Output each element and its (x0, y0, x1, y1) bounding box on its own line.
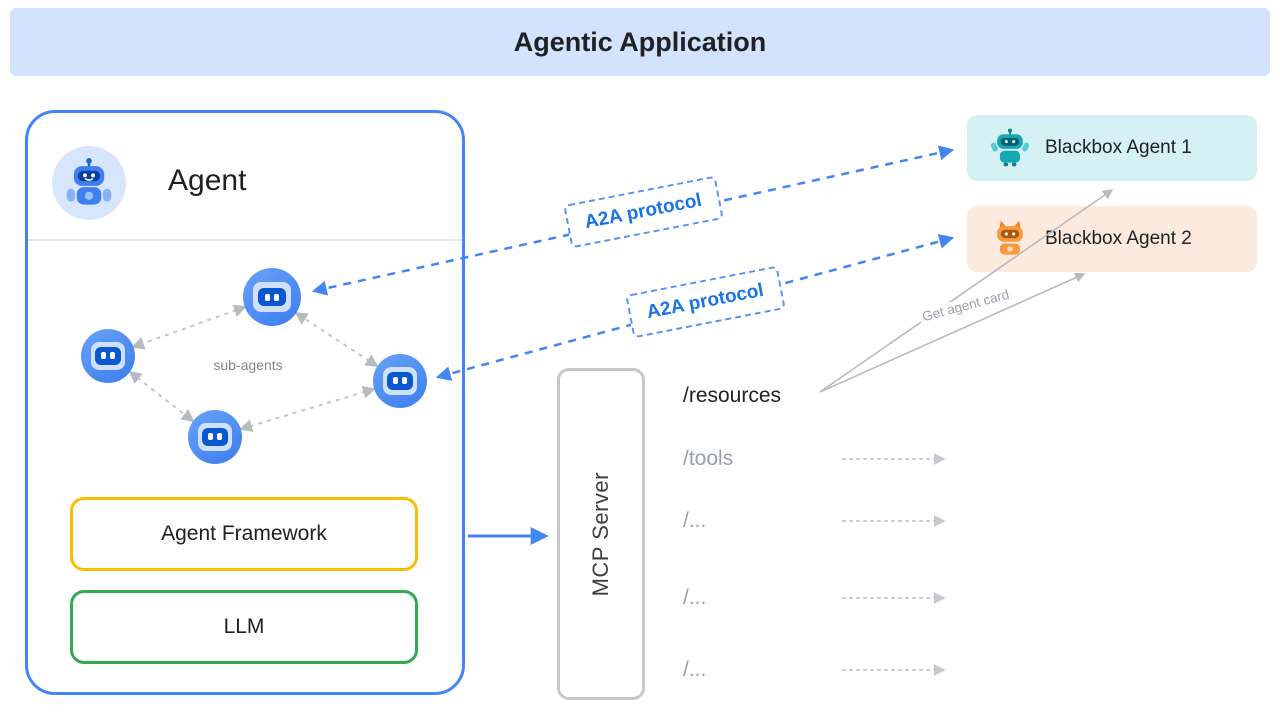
sub-agent-icon (81, 329, 135, 383)
robot-head (253, 281, 291, 313)
get-agent-card-label: Get agent card (917, 285, 1014, 326)
mcp-server-label: MCP Server (588, 471, 613, 597)
blackbox-agent-2-card: Blackbox Agent 2 (967, 206, 1257, 272)
sub-agents-label: sub-agents (213, 357, 283, 373)
endpoint-ellipsis-1: /... (683, 509, 707, 532)
robot-head (197, 422, 233, 452)
sub-agent-icon (373, 354, 427, 408)
header-banner: Agentic Application (10, 8, 1270, 76)
blackbox-agent-2-label: Blackbox Agent 2 (1045, 228, 1192, 249)
llm-box: LLM (70, 590, 418, 664)
page-title: Agentic Application (513, 26, 767, 57)
endpoint-ellipsis-3: /... (683, 658, 707, 681)
robot-icon (66, 158, 112, 205)
robot-visor (201, 428, 229, 446)
blackbox-agent-1-label: Blackbox Agent 1 (1045, 137, 1192, 158)
sub-agent-icon (188, 410, 242, 464)
robot-head (90, 341, 126, 371)
agent-title: Agent (168, 164, 247, 197)
agent-framework-box: Agent Framework (70, 497, 418, 571)
endpoint-tools: /tools (683, 447, 734, 470)
agent-framework-label: Agent Framework (161, 522, 327, 545)
orange-robot-icon (987, 216, 1033, 262)
robot-visor (386, 372, 414, 390)
blackbox-agent-1-card: Blackbox Agent 1 (967, 115, 1257, 181)
agent-avatar (52, 146, 126, 220)
llm-label: LLM (223, 615, 265, 638)
teal-robot-icon (987, 125, 1033, 171)
dotted-endpoint-arrows (842, 453, 946, 676)
endpoint-ellipsis-2: /... (683, 586, 707, 609)
robot-visor (94, 347, 122, 365)
robot-head (382, 366, 418, 396)
endpoint-resources: /resources (683, 384, 782, 407)
sub-agent-icon (243, 268, 301, 326)
divider (28, 239, 462, 241)
a2a-protocol-label-1: A2A protocol (563, 175, 724, 249)
a2a-protocol-label-2: A2A protocol (625, 265, 786, 339)
robot-visor (257, 287, 287, 307)
mcp-server-box: MCP Server (557, 368, 645, 700)
